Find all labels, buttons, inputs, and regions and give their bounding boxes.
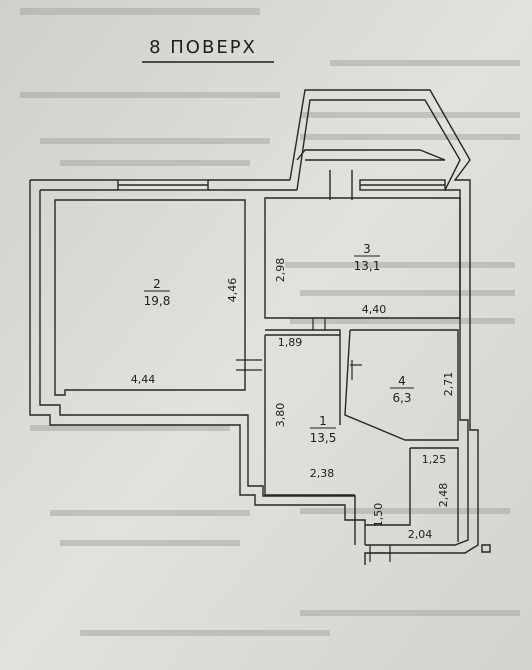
dimension-labels: 4,44 4,46 2,98 4,40 1,89 2,71 3,80 2,38 … [131,258,455,541]
room-4-area: 6,3 [392,391,411,405]
faded-background-text [20,8,520,636]
dimension-room-2-width: 4,44 [131,373,156,386]
room-1-number: 1 [319,414,327,428]
inner-wall-outline [39,99,469,546]
dimension-hall-height: 3,80 [274,403,287,428]
dimension-room-4-height: 2,71 [442,372,455,397]
room-3-area: 13,1 [354,259,381,273]
dimension-bath-top: 1,25 [422,453,447,466]
dimension-room-3-width: 4,40 [362,303,387,316]
bathroom-outline [365,447,459,542]
dimension-hall-bottom: 2,38 [310,467,335,480]
dimension-entry-height: 1,50 [372,503,385,528]
outer-wall [29,89,479,565]
dimension-hall-top: 1,89 [278,336,303,349]
room-4-outline [344,329,459,441]
room-1-outline [264,329,355,496]
dimension-room-3-height: 2,98 [274,258,287,283]
room-2-area: 19,8 [144,294,171,308]
room-2-number: 2 [153,277,161,291]
room-3-outline [264,197,461,319]
room-1-area: 13,5 [310,431,337,445]
room-outlines [54,197,491,562]
dimension-room-2-height: 4,46 [226,278,239,303]
dimension-bath-height: 2,48 [437,483,450,508]
walls [29,89,479,565]
dimension-bath-bottom: 2,04 [408,528,433,541]
floor-title: 8 ПОВЕРХ [149,37,257,58]
floor-title-group: 8 ПОВЕРХ [142,37,274,63]
room-labels: 2 19,8 3 13,1 4 6,3 1 13,5 [144,242,414,445]
room-3-number: 3 [363,242,371,256]
room-2-outline [54,199,246,396]
room-4-number: 4 [398,374,406,388]
bay-window-bottom [296,149,446,161]
